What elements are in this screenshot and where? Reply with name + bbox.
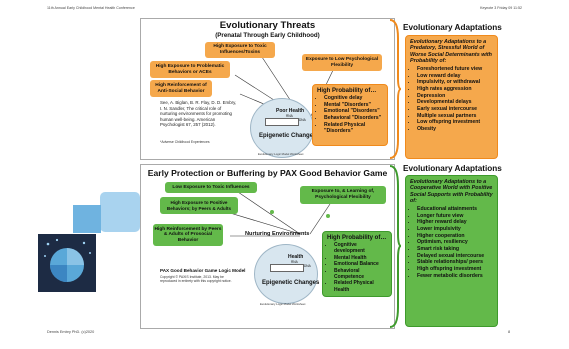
adaptations-title-bottom: Evolutionary Adaptations [403, 164, 502, 173]
dna-label-top: DNA [299, 118, 306, 122]
rna-label-top: RNA [286, 114, 293, 118]
top-section [140, 18, 395, 160]
bottom-probability-box: High Probability of… Cognitive developme… [322, 231, 392, 297]
top-subtitle: (Prenatal Through Early Childhood) [215, 32, 320, 39]
dna-strip-top [265, 118, 299, 126]
bottom-prob-item: Mental Health [334, 255, 387, 261]
dna-label-bottom: DNA [304, 264, 311, 268]
adaptation-item: Developmental delays [417, 99, 493, 106]
adaptation-item: Fewer metabolic disorders [417, 273, 493, 280]
dna-strip-bottom [270, 264, 304, 272]
top-probability-box: High Probability of… Cognitive delay Men… [312, 84, 388, 146]
adaptation-item: High offspring investment [417, 266, 493, 273]
adaptation-item: Lower impulsivity [417, 226, 493, 233]
adaptation-item: Optimism, resiliency [417, 239, 493, 246]
threat-low-flexibility: Exposure to Low Psychological Flexibilit… [302, 54, 382, 71]
adaptation-item: Foreshortened future view [417, 66, 493, 73]
top-prob-item: Cognitive delay [324, 95, 383, 102]
adaptations-cooperative-box: Evolutionary Adaptations to a Cooperativ… [405, 175, 498, 327]
model-title: PAX Good Behavior Game Logic Model [160, 268, 246, 273]
adaptation-item: Stable relationships/ peers [417, 259, 493, 266]
poor-health-label: Poor Health [276, 108, 305, 114]
top-prob-item: Emotional "Disorders" [324, 108, 383, 115]
model-note: Copyright © PAXIS Institute, 2013. May b… [160, 275, 232, 284]
adaptation-item: Smart risk taking [417, 246, 493, 253]
epigenetic-circle-bottom [254, 244, 318, 304]
orange-brace [389, 19, 402, 159]
header-right: Keynote 3 Friday 09 11:52 [480, 6, 522, 10]
logo-globe-icon [44, 238, 91, 282]
adaptation-item: Impulsivity, or withdrawal [417, 79, 493, 86]
threat-toxic-influences: High Exposure to Toxic Influences/Toxins [205, 42, 275, 58]
nurturing-environments-label: Nurturing Environments [245, 231, 310, 237]
adaptation-item: Higher reward delay [417, 219, 493, 226]
adaptation-item: Educational attainments [417, 206, 493, 213]
bottom-copyright: Evolutionary Logic Model Worksheet [260, 302, 306, 306]
adaptation-item: Longer future view [417, 213, 493, 220]
adaptations-title-top: Evolutionary Adaptations [403, 23, 502, 32]
adaptation-item: High rates aggression [417, 86, 493, 93]
protect-prosocial-reinforcement: High Reinforcement by Peers & Adults of … [153, 224, 223, 246]
bottom-title: Early Protection or Buffering by PAX Goo… [147, 168, 388, 178]
protect-positive-behaviors: High Exposure to Positive Behaviors; by … [160, 197, 238, 214]
bottom-section [140, 164, 395, 329]
bottom-prob-item: Cognitive development [334, 242, 387, 255]
logo-square-dark [38, 234, 96, 292]
aces-footnote: *Adverse Childhood Experiences [160, 140, 210, 144]
adaptation-item: Depression [417, 93, 493, 100]
top-prob-item: Mental "Disorders" [324, 102, 383, 109]
logo-square-mid [73, 205, 101, 233]
top-title: Evolutionary Threats [219, 20, 316, 31]
rna-label-bottom: RNA [291, 260, 298, 264]
top-prob-item: Behavioral "Disorders" [324, 115, 383, 122]
threat-problematic-behaviors: High Exposure to Problematic Behaviors o… [150, 61, 230, 78]
reference-text: See, A. Biglan, B. R. Flay, D. D. Embry,… [160, 100, 237, 127]
threat-antisocial-reinforcement: High Reinforcement of Anti-Social Behavi… [150, 80, 212, 97]
bottom-connector-lines [219, 189, 331, 237]
adaptation-item: Low reward delay [417, 73, 493, 80]
adaptation-item: Obesity [417, 126, 493, 133]
top-copyright: Evolutionary Logic Model Worksheet [258, 152, 304, 156]
protect-low-toxic: Low Exposure to Toxic Influences [165, 182, 257, 193]
adaptation-item: Early sexual intercourse [417, 106, 493, 113]
bottom-prob-item: Emotional Balance [334, 261, 387, 267]
bottom-prob-item: Related Physical Health [334, 280, 387, 293]
adaptations-predatory-intro: Evolutionary Adaptations to a Predatory,… [410, 39, 492, 65]
logo-square-light [100, 192, 140, 232]
top-probability-title: High Probability of… [317, 88, 377, 94]
bottom-prob-item: Behavioral Competence [334, 268, 387, 281]
adaptations-predatory-box: Evolutionary Adaptations to a Predatory,… [405, 35, 498, 159]
adaptations-cooperative-intro: Evolutionary Adaptations to a Cooperativ… [410, 179, 493, 205]
header-left: 11th Annual Early Childhood Mental Healt… [47, 6, 135, 10]
epigenetic-label-top: Epigenetic Changes [259, 133, 317, 139]
health-label: Health [288, 254, 304, 260]
protect-psych-flexibility: Exposure to, & Learning of, Psychologica… [300, 186, 386, 204]
footer-page-number: 8 [508, 330, 511, 334]
adaptation-item: Delayed sexual intercourse [417, 253, 493, 260]
epigenetic-label-bottom: Epigenetic Changes [262, 280, 320, 286]
epigenetic-circle-top [250, 98, 314, 158]
bottom-probability-title: High Probability of… [327, 235, 387, 241]
adaptation-item: Higher cooperation [417, 233, 493, 240]
footer-left: Dennis Embry PhD. (c)2020 [47, 330, 95, 334]
adaptation-item: Multiple sexual partners [417, 113, 493, 120]
adaptation-item: Low offspring investment [417, 119, 493, 126]
green-brace [389, 165, 402, 328]
top-prob-item: Related Physical "Disorders" [324, 122, 383, 135]
